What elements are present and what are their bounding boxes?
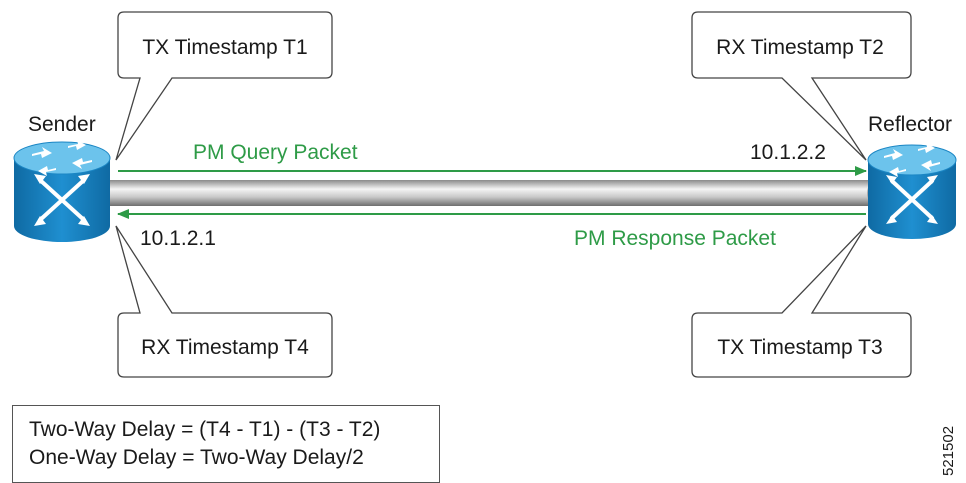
two-way-delay-formula: Two-Way Delay = (T4 - T1) - (T3 - T2): [29, 418, 381, 441]
figure-id-text: 521502: [940, 426, 957, 476]
callout-tx-t3-label: TX Timestamp T3: [717, 336, 882, 359]
callout-tx-t3: TX Timestamp T3: [691, 225, 912, 378]
callout-rx-t2-label: RX Timestamp T2: [716, 36, 884, 59]
callout-rx-t4: RX Timestamp T4: [115, 225, 333, 378]
sender-router-icon: [13, 140, 111, 242]
reflector-label: Reflector: [868, 113, 952, 136]
sender-ip-label: 10.1.2.1: [140, 227, 216, 250]
sender-label: Sender: [28, 113, 96, 136]
reflector-router-icon: [867, 143, 957, 239]
query-packet-label: PM Query Packet: [193, 141, 358, 164]
figure-id: 521502: [940, 426, 957, 476]
link-pipe: [100, 179, 881, 207]
callout-rx-t4-label: RX Timestamp T4: [141, 336, 309, 359]
one-way-delay-formula: One-Way Delay = Two-Way Delay/2: [29, 446, 364, 469]
callout-tx-t1: TX Timestamp T1: [115, 11, 333, 161]
callout-tx-t1-label: TX Timestamp T1: [142, 36, 307, 59]
response-packet-label: PM Response Packet: [574, 227, 776, 250]
delay-formula-box: Two-Way Delay = (T4 - T1) - (T3 - T2) On…: [12, 405, 440, 483]
callout-rx-t2: RX Timestamp T2: [691, 11, 912, 161]
reflector-ip-label: 10.1.2.2: [750, 141, 826, 164]
